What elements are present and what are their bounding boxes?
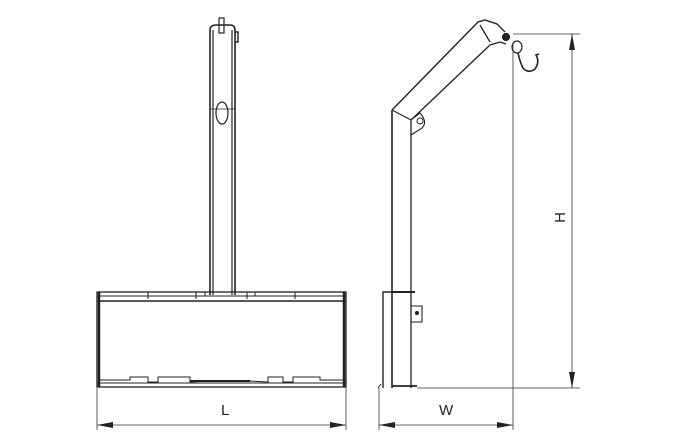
side-view: [377, 19, 540, 389]
hook: [501, 32, 540, 73]
dimension-label-length: L: [221, 402, 230, 419]
dimension-lines: [96, 33, 580, 430]
mast: [209, 17, 239, 295]
dimension-label-width: W: [439, 402, 454, 419]
dimension-arrows: [97, 34, 575, 428]
fork-pocket-frame: [96, 291, 347, 388]
front-view: [96, 17, 347, 388]
dimension-label-height: H: [551, 212, 569, 223]
